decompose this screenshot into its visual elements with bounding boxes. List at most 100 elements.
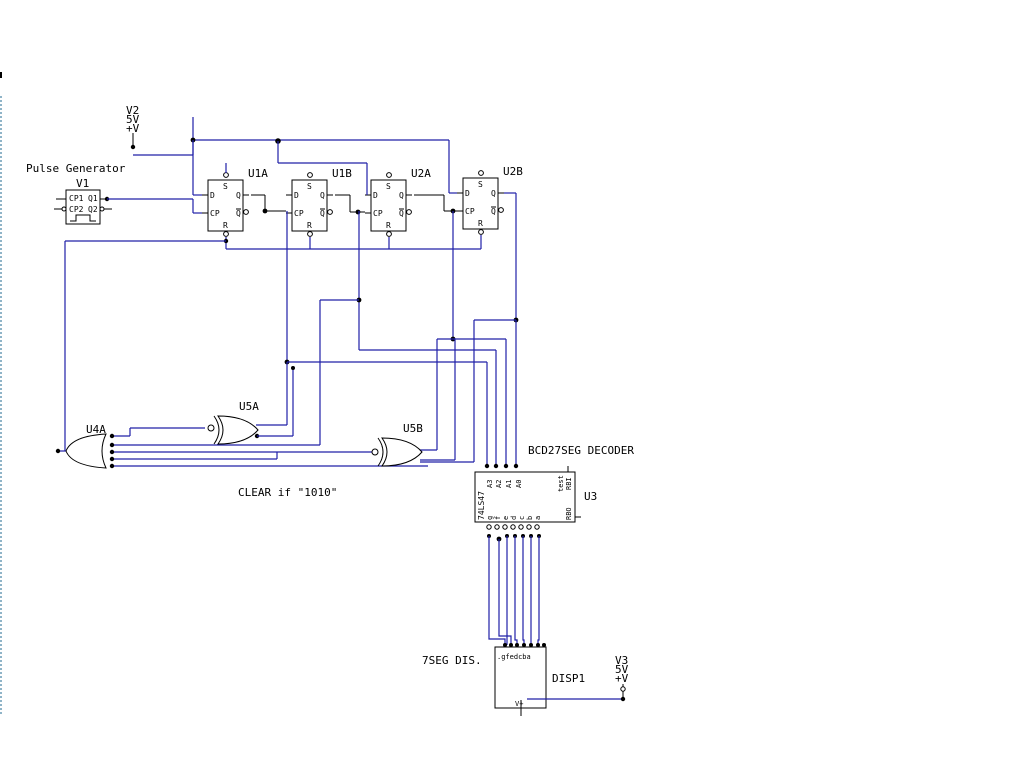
u3-out-a-label: a xyxy=(534,516,542,520)
supply-v3[interactable]: V3 5V +V xyxy=(615,654,629,702)
u4a-pin-3 xyxy=(109,449,115,455)
u2a-d-label: D xyxy=(373,191,378,200)
u1a-reset-bubble xyxy=(223,231,229,237)
v3-terminal[interactable] xyxy=(620,696,626,702)
u5a-body[interactable] xyxy=(217,415,259,445)
u5a-out-bubble xyxy=(207,424,215,432)
decoder-u3[interactable]: BCD27SEG DECODER U3 74LS47 A3 A2 A1 A0 t… xyxy=(474,444,634,523)
v2-plus: +V xyxy=(126,122,140,135)
u1b-q-label: Q xyxy=(320,191,325,200)
v1-q2-label: Q2 xyxy=(88,205,98,214)
u4a-name: U4A xyxy=(86,423,106,436)
display-disp1[interactable]: 7SEG DIS. DISP1 .gfedcba V+ xyxy=(422,646,623,716)
u5b-xor-arc xyxy=(377,437,384,467)
wire-seg-f xyxy=(498,539,512,645)
u3-part-number: 74LS47 xyxy=(477,491,486,520)
v2-terminal[interactable] xyxy=(130,144,136,150)
u2a-set-bubble xyxy=(386,172,392,178)
disp1-body[interactable] xyxy=(494,646,547,709)
v3-name: V3 xyxy=(615,654,628,667)
u3-a2-pin xyxy=(493,463,499,469)
u1b-set-bubble xyxy=(307,172,313,178)
u3-a3-label: A3 xyxy=(486,480,494,488)
pulse-generator-v1[interactable]: Pulse Generator V1 CP1 CP2 Q1 Q2 xyxy=(26,162,126,225)
u4a-body[interactable] xyxy=(65,433,107,469)
u1a-set-bubble xyxy=(223,172,229,178)
gate-u5b[interactable]: U5B xyxy=(371,422,423,467)
u3-test-label: test xyxy=(557,475,565,492)
u4a-pin-5 xyxy=(109,463,115,469)
flipflop-u1b[interactable]: U1B D CP S R Q Q xyxy=(286,167,352,237)
u3-out-e-label: e xyxy=(502,516,510,520)
u2b-r-label: R xyxy=(478,219,483,228)
gate-u5a[interactable]: U5A xyxy=(207,400,259,445)
disp-pin-f xyxy=(509,643,513,647)
u3-out-b-bubble xyxy=(526,524,532,530)
disp-pin-c xyxy=(529,643,533,647)
u3-out-e-bubble xyxy=(502,524,508,530)
u5b-body[interactable] xyxy=(381,437,423,467)
wires-decoder-to-display[interactable] xyxy=(486,524,546,647)
wires-reset-and-feedback[interactable] xyxy=(55,192,519,467)
u2b-name: U2B xyxy=(503,165,523,178)
u4a-pin-1 xyxy=(109,433,115,439)
u3-a1-label: A1 xyxy=(505,480,513,488)
clear-note: CLEAR if "1010" xyxy=(238,486,337,499)
v3-voltage: 5V xyxy=(615,663,629,676)
disp1-name: DISP1 xyxy=(552,672,585,685)
u2a-q-label: Q xyxy=(399,191,404,200)
disp-pin-e xyxy=(515,643,519,647)
u1a-name: U1A xyxy=(248,167,268,180)
u1a-body[interactable] xyxy=(207,179,244,232)
u1b-d-label: D xyxy=(294,191,299,200)
u3-body[interactable] xyxy=(474,471,576,523)
u3-out-d-bubble xyxy=(510,524,516,530)
wires-clock-and-supply[interactable] xyxy=(107,117,457,215)
junction-u1a-q xyxy=(262,208,268,214)
u2b-body[interactable] xyxy=(462,177,499,230)
wire-seg-d xyxy=(514,536,518,645)
u3-a2-label: A2 xyxy=(495,480,503,488)
window-left-border xyxy=(0,96,2,716)
u2a-body[interactable] xyxy=(370,179,407,232)
display-title: 7SEG DIS. xyxy=(422,654,482,667)
u2b-qbar-label: Q xyxy=(491,207,496,216)
u3-a3-pin xyxy=(484,463,490,469)
u2a-qbar-label: Q xyxy=(399,209,404,218)
u1b-cp-label: CP xyxy=(294,209,304,218)
flipflop-u1a[interactable]: U1A D CP S R Q Q xyxy=(202,167,268,237)
u1b-body[interactable] xyxy=(291,179,328,232)
v1-q2-bubble xyxy=(99,206,105,212)
u1b-r-label: R xyxy=(307,221,312,230)
junction-u5a-b-top xyxy=(291,366,295,370)
flipflop-u2a[interactable]: U2A D CP S R Q Q xyxy=(365,167,431,237)
u2a-cp-label: CP xyxy=(373,209,383,218)
u3-out-b-label: b xyxy=(526,516,534,520)
u2b-set-bubble xyxy=(478,170,484,176)
u2a-reset-bubble xyxy=(386,231,392,237)
u3-out-c-bubble xyxy=(518,524,524,530)
supply-v2[interactable]: V2 5V +V xyxy=(126,104,140,150)
u5a-xor-arc xyxy=(213,415,220,445)
u5b-name: U5B xyxy=(403,422,423,435)
v1-cp1-label: CP1 xyxy=(69,194,84,203)
u2a-r-label: R xyxy=(386,221,391,230)
v1-body[interactable] xyxy=(65,189,101,225)
u4a-pin-2 xyxy=(109,442,115,448)
u2a-qbar-bubble xyxy=(406,209,412,215)
disp-pin-g xyxy=(503,643,507,647)
u1a-d-label: D xyxy=(210,191,215,200)
u3-name: U3 xyxy=(584,490,597,503)
gate-u4a[interactable]: U4A xyxy=(65,423,115,469)
disp-pin-b xyxy=(536,643,540,647)
u2b-reset-bubble xyxy=(478,229,484,235)
flipflop-u2b[interactable]: U2B D CP S R Q Q xyxy=(457,165,523,235)
disp1-pin-labels: .gfedcba xyxy=(497,653,531,661)
u5b-out-bubble xyxy=(371,448,379,456)
u2a-name: U2A xyxy=(411,167,431,180)
u4a-output-terminal xyxy=(55,448,61,454)
u3-a0-pin xyxy=(513,463,519,469)
u1b-qbar-label: Q xyxy=(320,209,325,218)
u3-out-c-label: c xyxy=(518,516,526,520)
